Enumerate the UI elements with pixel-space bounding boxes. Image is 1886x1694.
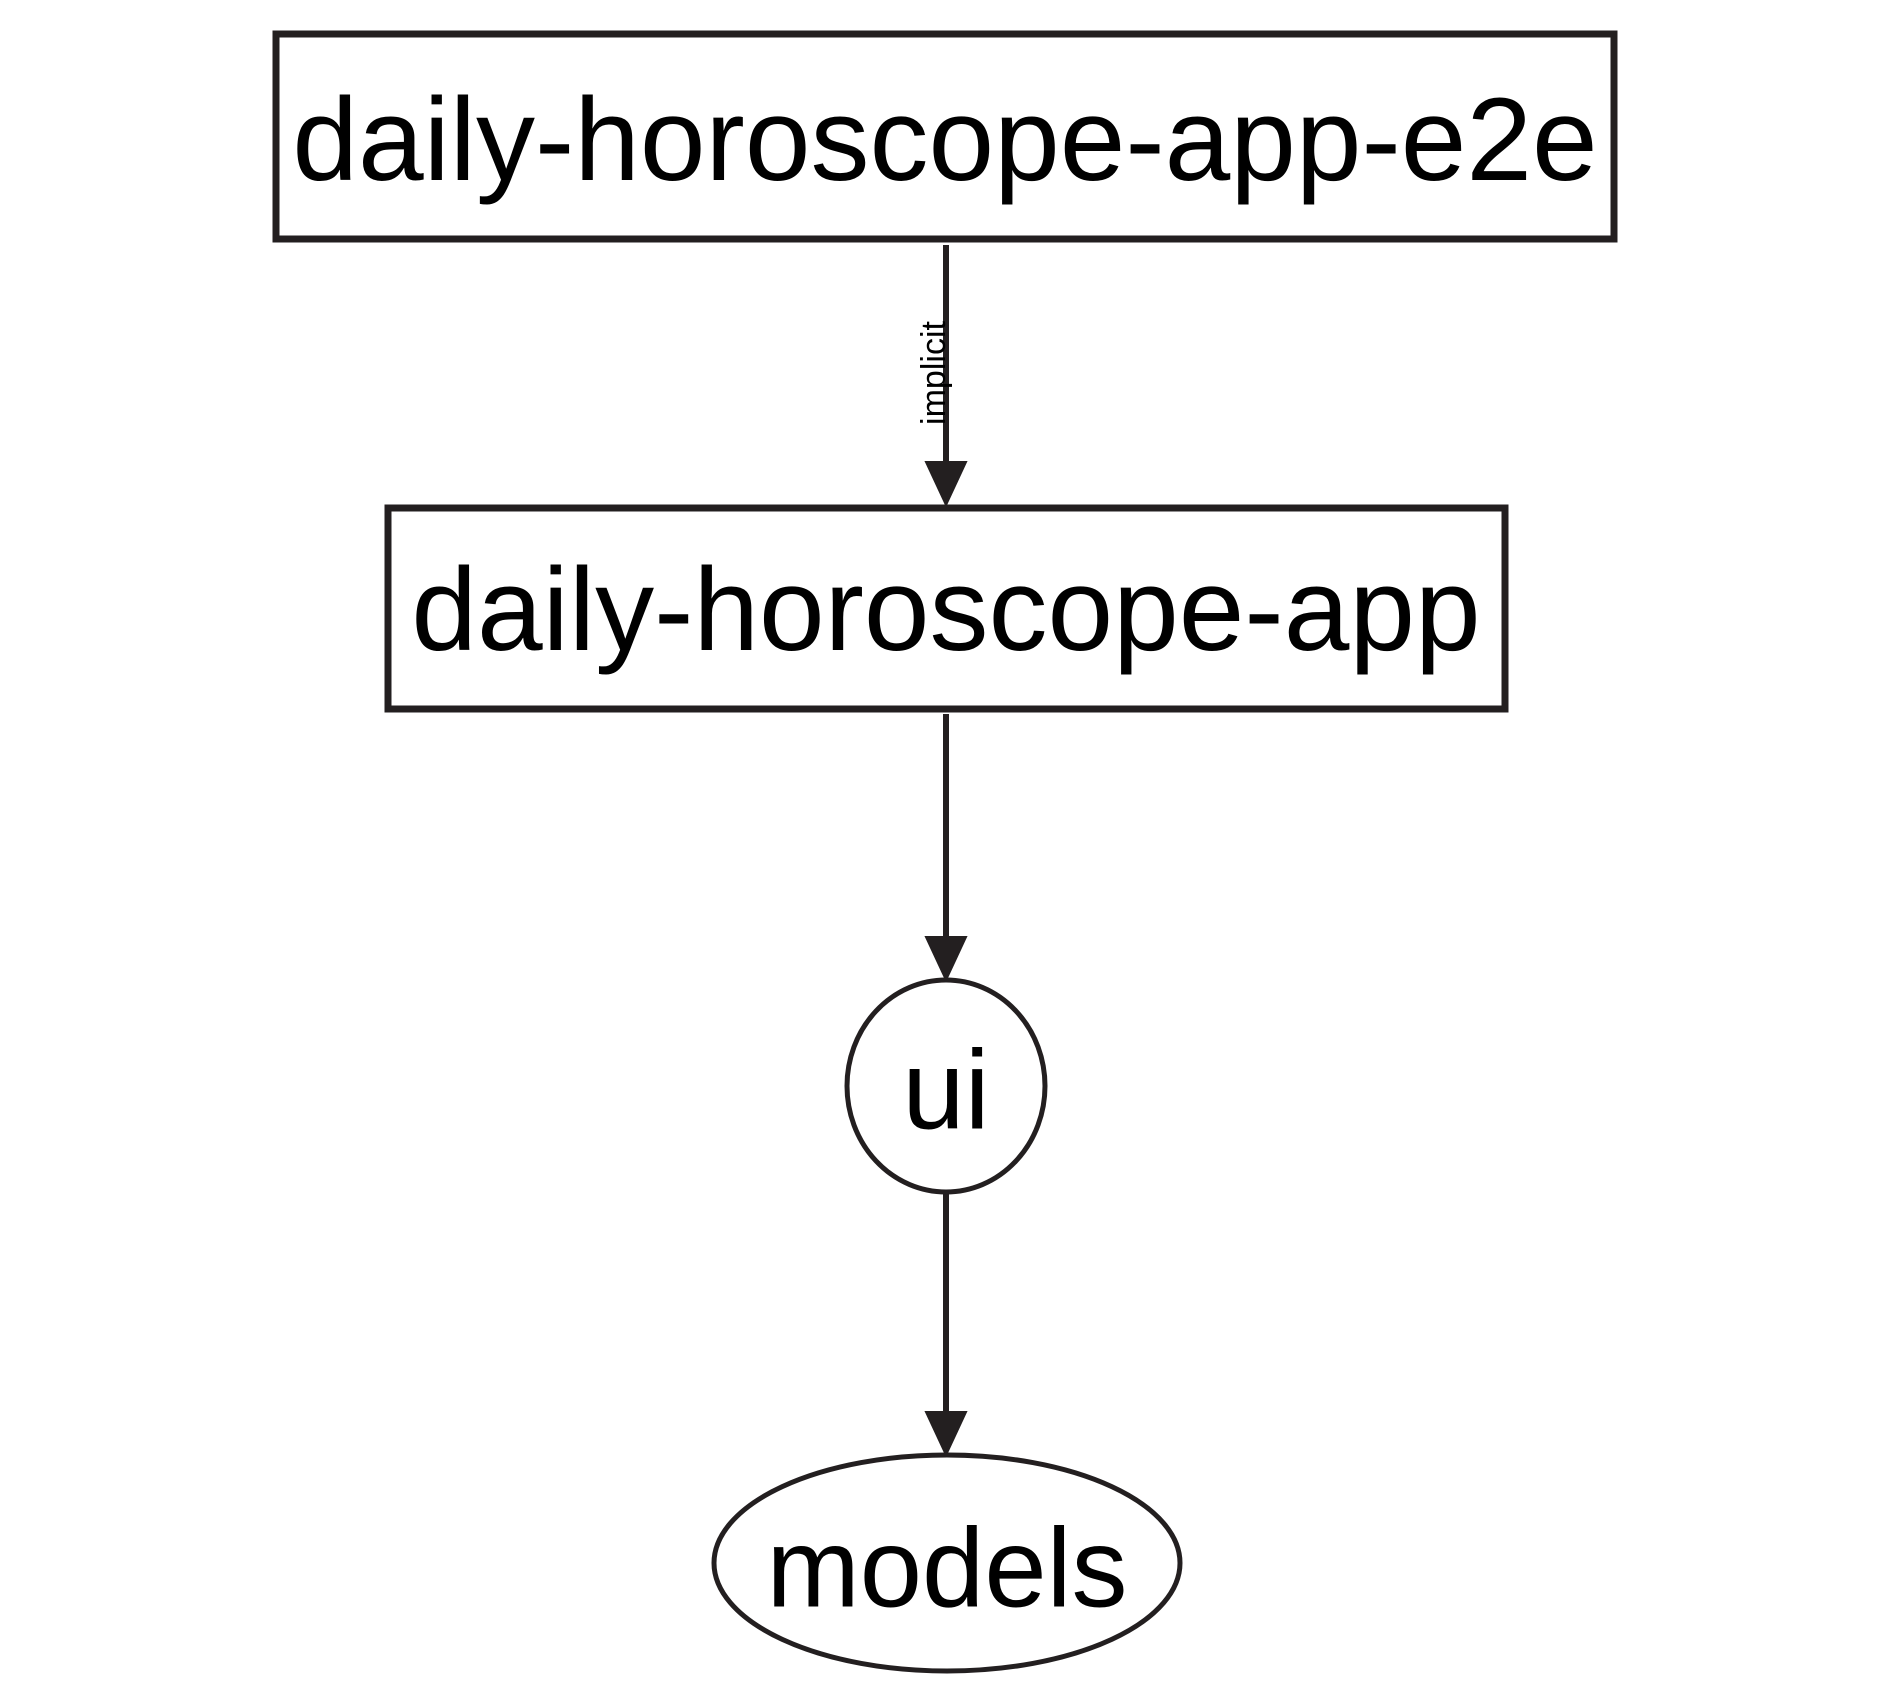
node-label-models: models — [766, 1506, 1127, 1631]
edge-app-to-ui[interactable] — [924, 714, 968, 983]
edge-ui-to-models[interactable] — [924, 1193, 968, 1458]
node-shape-rectangle — [272, 30, 1618, 243]
node-label-daily-horoscope-app-e2e: daily-horoscope-app-e2e — [292, 74, 1597, 206]
edge-label-implicit: implicit — [915, 321, 953, 425]
node-shape-ellipse — [844, 977, 1048, 1195]
arrowhead-icon — [924, 1411, 968, 1458]
arrowhead-icon — [924, 461, 968, 508]
node-label-ui: ui — [902, 1028, 989, 1153]
arrowhead-icon — [924, 936, 968, 983]
node-ui[interactable]: ui — [844, 977, 1048, 1195]
node-daily-horoscope-app[interactable]: daily-horoscope-app — [384, 504, 1509, 713]
node-models[interactable]: models — [711, 1452, 1183, 1674]
node-shape-ellipse — [711, 1452, 1183, 1674]
node-daily-horoscope-app-e2e[interactable]: daily-horoscope-app-e2e — [272, 30, 1618, 243]
edge-e2e-to-app[interactable]: implicit — [915, 245, 968, 508]
node-shape-rectangle — [384, 504, 1509, 713]
node-label-daily-horoscope-app: daily-horoscope-app — [411, 544, 1480, 676]
